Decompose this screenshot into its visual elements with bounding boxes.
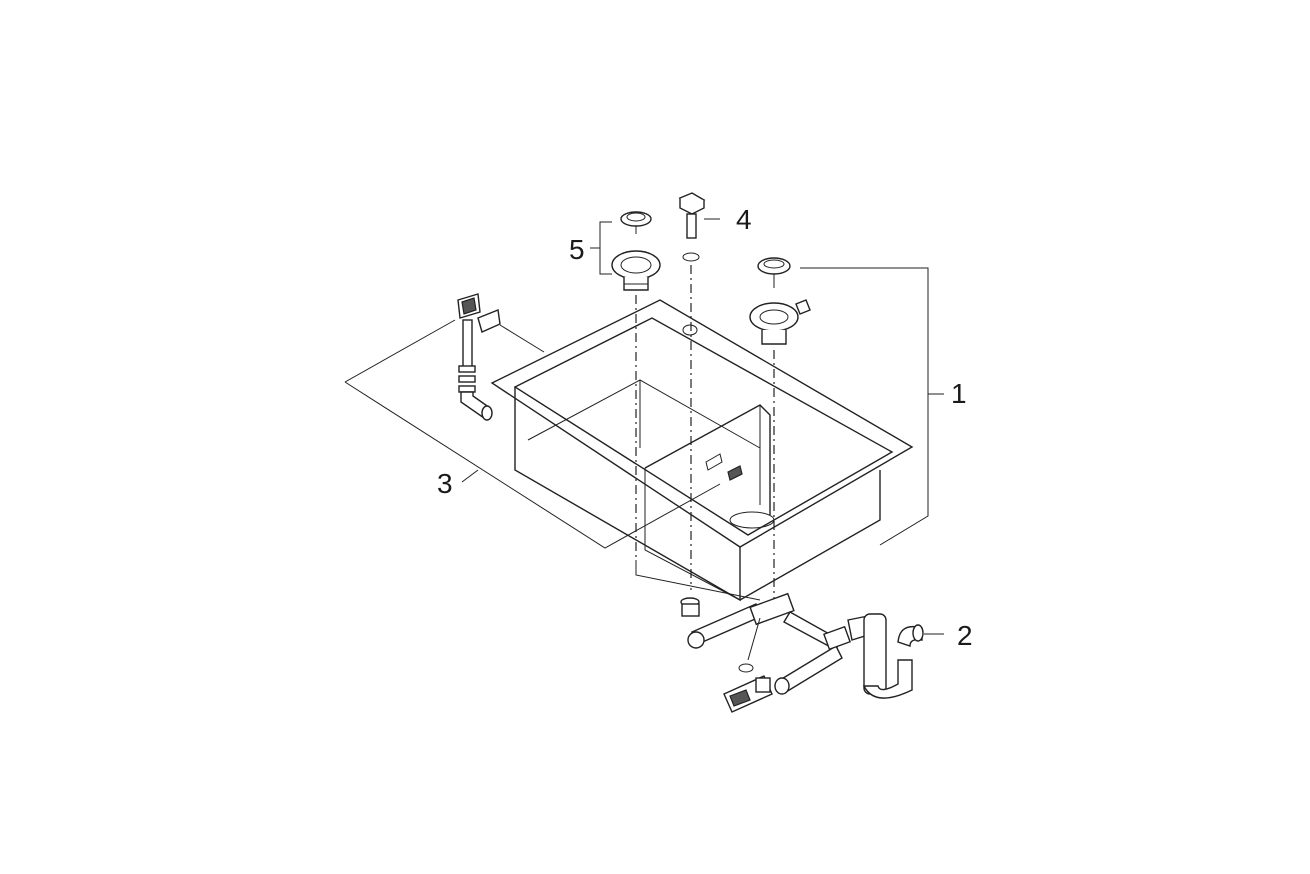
callout-2: 2 [957,620,973,651]
drain-siphon-set [680,592,944,713]
callout-4: 4 [736,204,752,235]
sink-body [490,299,914,602]
callout-5: 5 [569,234,585,265]
right-strainer [749,257,944,546]
basket-strainer [590,211,661,291]
callout-3: 3 [437,468,453,499]
overflow-set [344,293,721,549]
tap-hole-plug [678,192,720,262]
assembly-axes [635,265,775,601]
callout-1: 1 [951,378,967,409]
